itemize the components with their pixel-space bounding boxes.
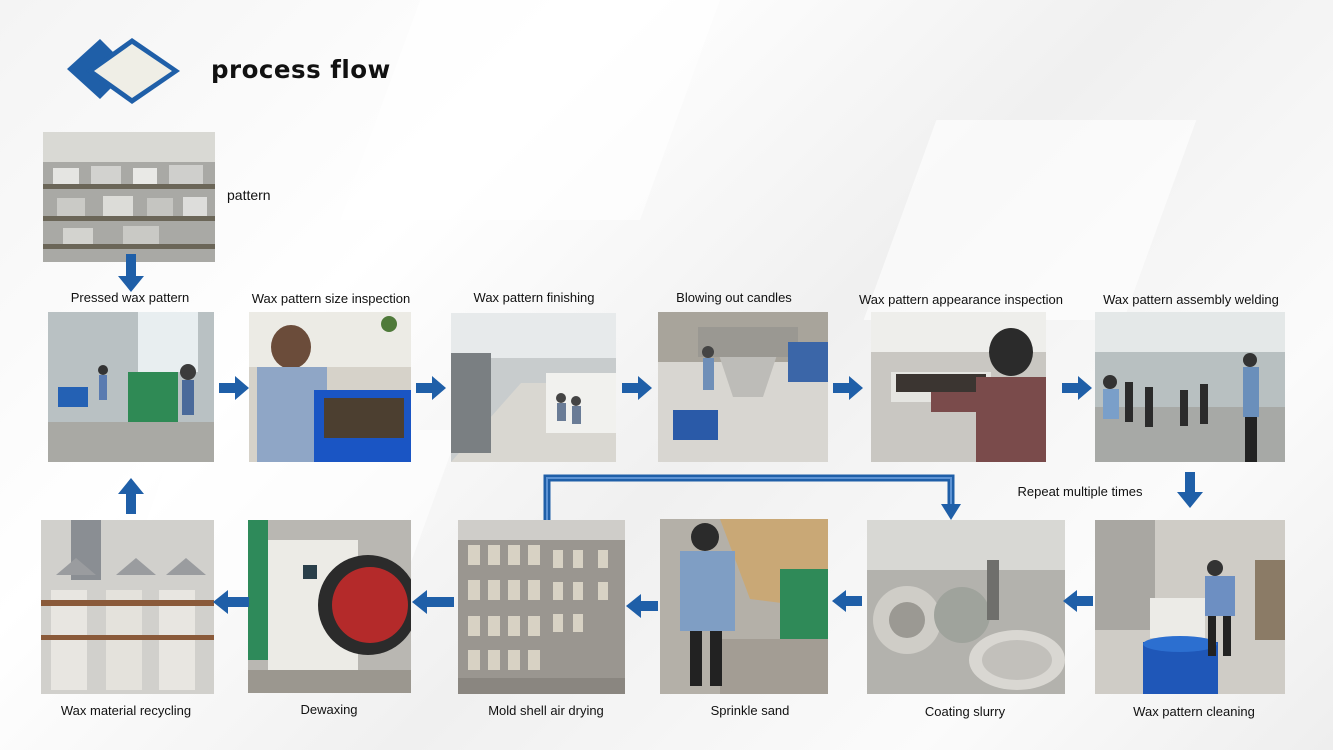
pressed-wax-photo	[48, 312, 214, 462]
cleaning-photo	[1095, 520, 1285, 694]
step-label-size: Wax pattern size inspection	[251, 291, 411, 306]
pattern-photo	[43, 132, 215, 262]
logo-icon	[64, 36, 182, 106]
step-label-pressed: Pressed wax pattern	[70, 290, 190, 305]
arrow-left-icon	[626, 594, 658, 618]
arrow-right-icon	[833, 376, 863, 400]
arrow-down-icon	[1177, 472, 1203, 508]
sand-photo	[660, 519, 828, 694]
step-label-coating: Coating slurry	[924, 704, 1006, 719]
arrow-left-icon	[412, 590, 454, 614]
step-label-cleaning: Wax pattern cleaning	[1133, 704, 1255, 719]
repeat-label: Repeat multiple times	[1017, 484, 1143, 499]
coating-photo	[867, 520, 1065, 694]
background-facet	[339, 0, 721, 220]
dewaxing-photo	[248, 520, 411, 693]
step-label-pattern: pattern	[227, 187, 271, 203]
finishing-photo	[451, 313, 616, 462]
step-label-appearance: Wax pattern appearance inspection	[858, 292, 1064, 307]
blowing-photo	[658, 312, 828, 462]
step-label-finishing: Wax pattern finishing	[473, 290, 595, 305]
arrow-left-icon	[213, 590, 249, 614]
step-label-assembly: Wax pattern assembly welding	[1103, 292, 1279, 307]
background-facet	[863, 120, 1197, 320]
drying-photo	[458, 520, 625, 694]
step-label-sand: Sprinkle sand	[710, 703, 790, 718]
appearance-photo	[871, 312, 1046, 462]
arrow-right-icon	[416, 376, 446, 400]
step-label-blowing: Blowing out candles	[676, 290, 792, 305]
page-title: process flow	[211, 55, 391, 84]
arrow-right-icon	[622, 376, 652, 400]
recycling-photo	[41, 520, 214, 694]
step-label-dewaxing: Dewaxing	[300, 702, 358, 717]
arrow-up-icon	[118, 478, 144, 514]
arrow-left-icon	[832, 590, 862, 612]
repeat-loop-arrow-icon	[543, 474, 968, 522]
arrow-down-icon	[118, 254, 144, 292]
step-label-recycling: Wax material recycling	[60, 703, 192, 718]
arrow-right-icon	[219, 376, 249, 400]
assembly-photo	[1095, 312, 1285, 462]
arrow-right-icon	[1062, 376, 1092, 400]
step-label-drying: Mold shell air drying	[488, 703, 604, 718]
arrow-left-icon	[1063, 590, 1093, 612]
size-inspection-photo	[249, 312, 411, 462]
